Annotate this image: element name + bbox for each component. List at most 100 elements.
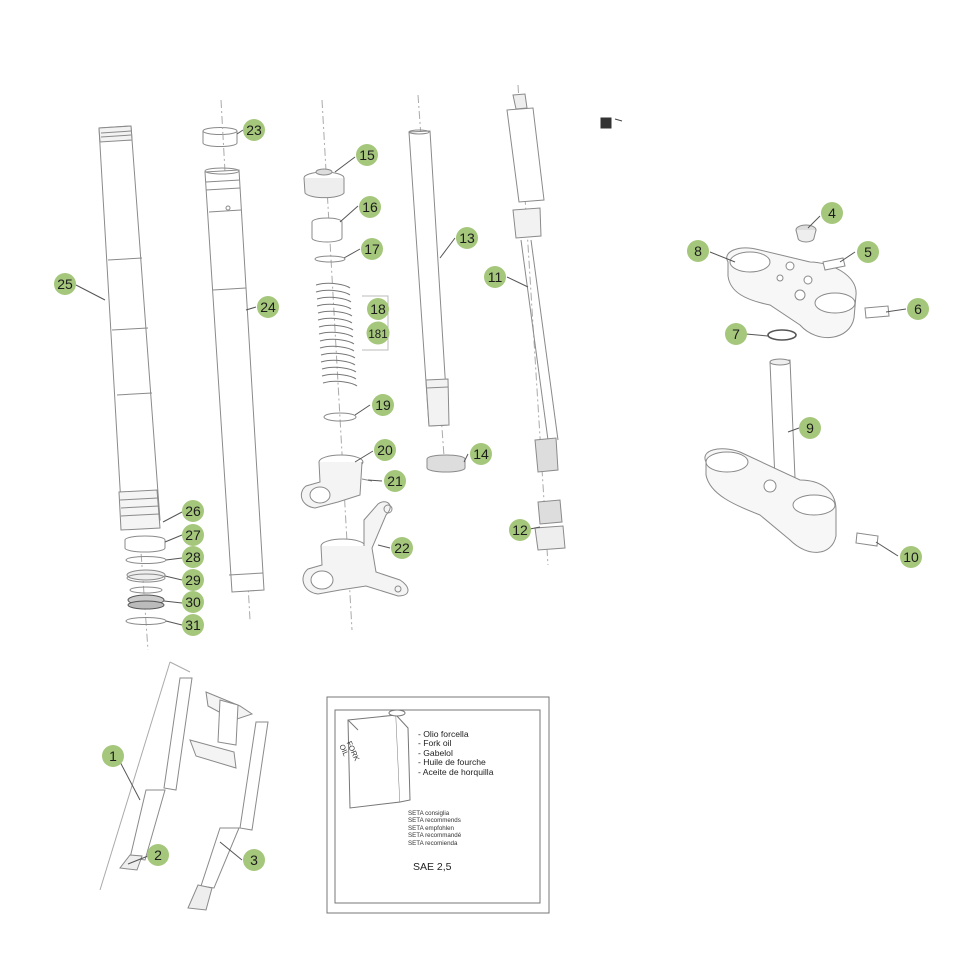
callout-number: 19 [375,397,391,413]
oil-name-en: - Fork oil [418,738,452,749]
callout-badge [799,417,821,439]
cap-part-15 [303,168,345,199]
callout-number: 5 [864,244,872,260]
oil-name-fr: - Huile de fourche [418,757,486,768]
oil-grade: SAE 2,5 [413,861,452,873]
callout-3: 3 [243,849,265,871]
callout-number: 18 [370,301,386,317]
callout-13: 13 [456,227,478,249]
callout-badge [54,273,76,295]
callout-badge [687,240,709,262]
callout-number: 24 [260,299,276,315]
callout-number: 4 [828,205,836,221]
clamp-part-20 [300,454,364,509]
callout-badge [182,614,204,636]
leader-lines [75,129,907,865]
callout-badge [509,519,531,541]
callout-30: 30 [182,591,204,613]
oil-name-it: - Olio forcella [418,729,469,739]
callout-number: 31 [185,617,201,633]
spacer-part-16 [311,217,343,243]
callout-badge [182,524,204,546]
callout-18: 18 [367,298,389,320]
callout-9: 9 [799,417,821,439]
callout-badge [821,202,843,224]
o-ring-part-7 [767,329,797,341]
callout-number: 22 [394,540,410,556]
callout-31: 31 [182,614,204,636]
callout-25: 25 [54,273,76,295]
callout-23: 23 [243,119,265,141]
callout-number: 7 [732,326,740,342]
callout-number: 14 [473,446,489,462]
callout-4: 4 [821,202,843,224]
callout-badge [470,443,492,465]
callout-badge [391,537,413,559]
diagram-symbol-icon [600,117,612,129]
callout-badge [361,238,383,260]
callout-7: 7 [725,323,747,345]
callout-badge [725,323,747,345]
callout-badge [456,227,478,249]
callout-number: 8 [694,243,702,259]
callout-181: 181 [366,321,390,345]
callout-badge [257,296,279,318]
callout-22: 22 [391,537,413,559]
oil-names-list: - Olio forcella - Fork oil - Gabelol - H… [418,729,494,777]
callout-number: 6 [914,301,922,317]
callout-6: 6 [907,298,929,320]
callout-badge [182,500,204,522]
triple-clamp-assembly [189,691,254,769]
callout-16: 16 [359,196,381,218]
callout-1: 1 [102,745,124,767]
recommendation-de: SETA empfohlen [408,824,454,832]
callout-badge [900,546,922,568]
callout-21: 21 [384,470,406,492]
callout-8: 8 [687,240,709,262]
washer-part-17 [314,255,346,263]
callout-29: 29 [182,569,204,591]
callout-badge [147,844,169,866]
bolt-part-5 [822,257,846,271]
lower-triple-clamp-part-9 [704,358,837,553]
washer-part-19 [323,412,357,422]
callout-number: 11 [488,269,503,285]
callout-17: 17 [361,238,383,260]
callout-number: 25 [57,276,73,292]
callout-badge [374,439,396,461]
callout-badge [907,298,929,320]
callout-20: 20 [374,439,396,461]
recommendation-it: SETA consiglia [408,810,450,817]
oil-name-es: - Aceite de horquilla [418,766,494,777]
callout-11: 11 [484,266,506,288]
upper-triple-clamp-part-8 [726,247,857,339]
callout-badge [243,119,265,141]
recommendation-en: SETA recommends [408,817,461,825]
seal-stack-parts-26-31 [124,535,167,625]
callout-number: 29 [185,572,201,588]
callout-badge [182,546,204,568]
recommendation-es: SETA recomienda [408,839,458,847]
recommendation-fr: SETA recommandé [408,832,462,840]
callout-number: 28 [185,549,201,565]
cartridge-part-11 [506,93,559,473]
callout-badge [372,394,394,416]
callout-12: 12 [509,519,531,541]
callout-15: 15 [356,144,378,166]
callout-badge [182,569,204,591]
callout-14: 14 [470,443,492,465]
callout-number: 26 [185,503,201,519]
outer-tube-part-25 [98,125,161,531]
callout-badge [359,196,381,218]
callout-number: 17 [364,241,380,257]
callout-number: 27 [185,527,201,543]
callout-badge [366,321,390,345]
callout-27: 27 [182,524,204,546]
brake-clamp-part-22 [302,501,409,597]
oil-recommendations: SETA consiglia SETA recommends SETA empf… [408,810,461,847]
callout-number: 15 [359,147,375,163]
callout-badge [367,298,389,320]
callout-24: 24 [257,296,279,318]
callout-badge [102,745,124,767]
spring-part-18 [315,282,358,387]
